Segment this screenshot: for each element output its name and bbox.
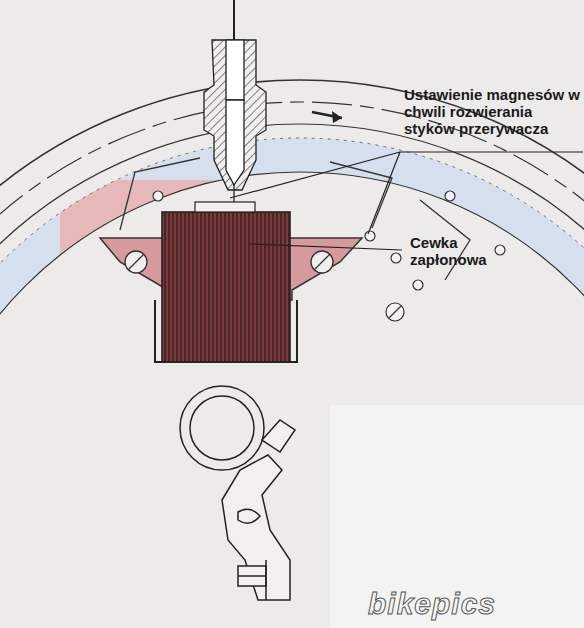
contact-breaker [180, 386, 295, 600]
coil-contact [195, 202, 255, 212]
ht-terminal [204, 0, 266, 202]
part-label: Cewka zapłonowa [410, 234, 506, 268]
ignition-coil [162, 212, 290, 362]
rotation-arrow-head [332, 111, 342, 123]
flywheel-ring [0, 80, 584, 628]
callout-label: Ustawienie magnesów w chwili rozwierania… [404, 86, 580, 137]
leader-line [230, 152, 583, 250]
background-panel [330, 405, 584, 628]
watermark: bikepics [368, 588, 568, 620]
coil-core [155, 300, 297, 362]
